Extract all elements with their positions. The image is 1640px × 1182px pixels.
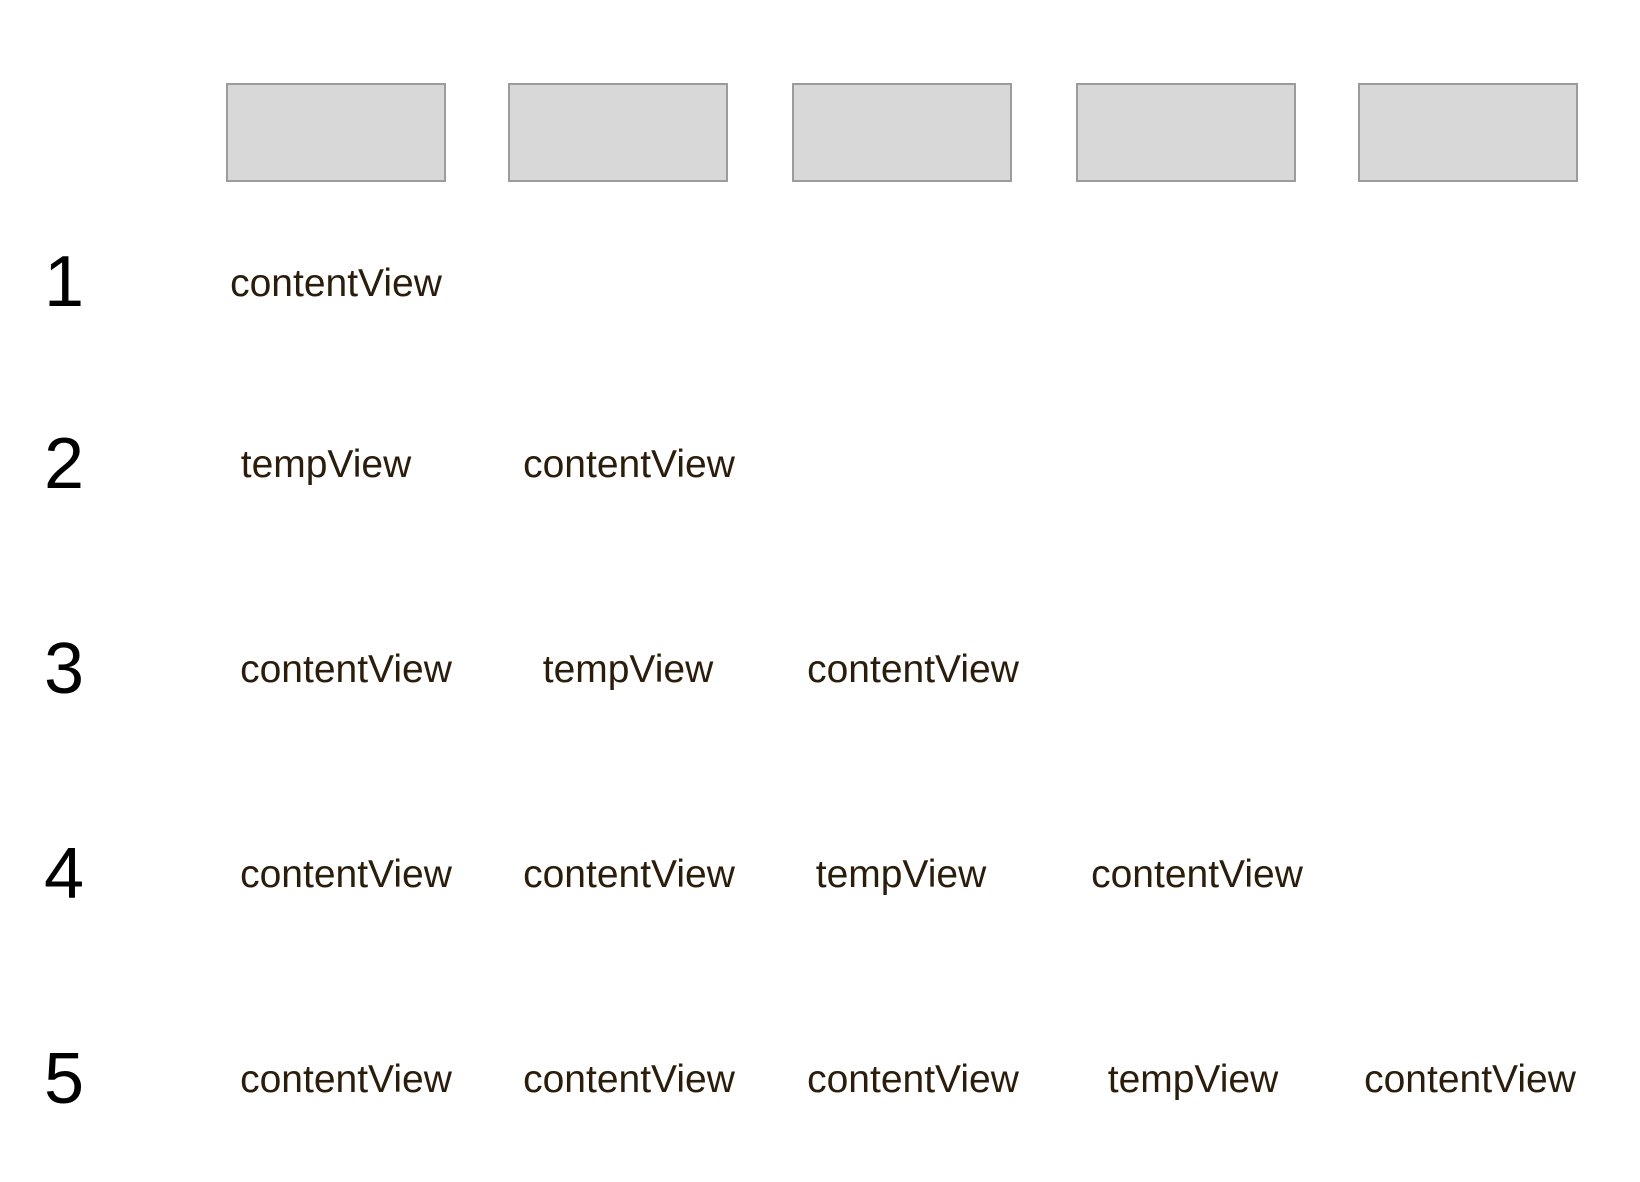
slot-2 (508, 83, 728, 182)
cell-label: tempView (815, 853, 987, 896)
cell-label: contentView (240, 1058, 452, 1101)
row-number-4: 4 (43, 834, 85, 914)
cell-label: contentView (240, 648, 452, 691)
cell-label: contentView (523, 853, 735, 896)
row-number-3: 3 (43, 629, 85, 709)
cell-label: tempView (240, 443, 412, 486)
cell-label: contentView (807, 1058, 1019, 1101)
cell-label: tempView (542, 648, 714, 691)
row-number-1: 1 (43, 242, 85, 322)
slot-3 (792, 83, 1012, 182)
slot-5 (1358, 83, 1578, 182)
slot-4 (1076, 83, 1296, 182)
cell-label: contentView (1091, 853, 1303, 896)
cell-label: contentView (807, 648, 1019, 691)
cell-label: contentView (523, 1058, 735, 1101)
cell-label: tempView (1107, 1058, 1279, 1101)
row-number-2: 2 (43, 424, 85, 504)
slot-1 (226, 83, 446, 182)
cell-label: contentView (523, 443, 735, 486)
row-number-5: 5 (43, 1039, 85, 1119)
cell-label: contentView (230, 262, 442, 305)
cell-label: contentView (240, 853, 452, 896)
cell-label: contentView (1364, 1058, 1576, 1101)
